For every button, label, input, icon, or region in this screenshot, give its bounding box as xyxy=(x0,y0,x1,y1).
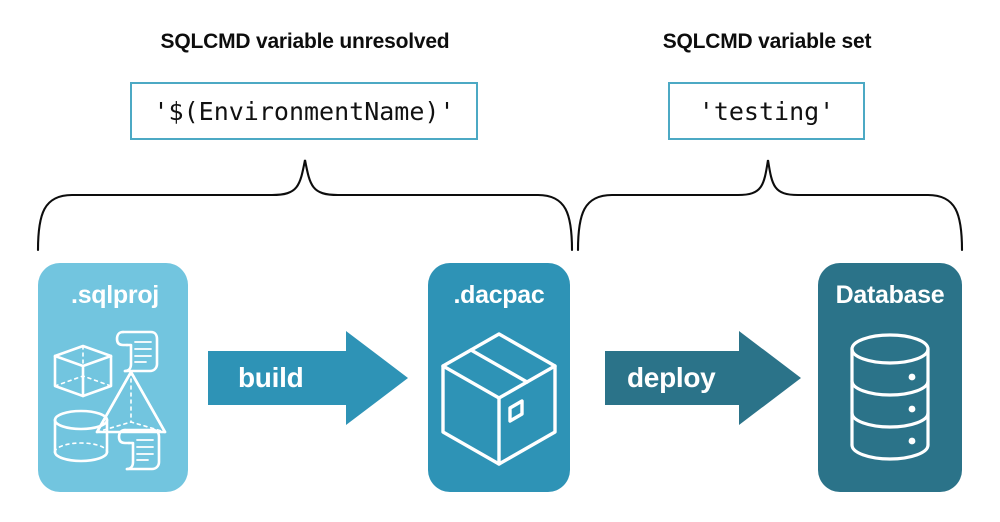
stage-art-sqlproj xyxy=(38,315,188,482)
database-status-dots xyxy=(908,373,916,444)
brace-right xyxy=(576,159,964,252)
cube-icon xyxy=(53,344,113,397)
brace-left xyxy=(36,159,574,252)
stage-box-dacpac: .dacpac xyxy=(428,263,570,492)
arrow-deploy-shape xyxy=(605,331,801,425)
cylinder-icon xyxy=(53,409,109,462)
database-cylinder-icon xyxy=(850,332,930,461)
heading-sqlcmd-variable-unresolved: SQLCMD variable unresolved xyxy=(160,30,450,53)
stage-art-dacpac xyxy=(428,315,570,482)
arrow-build-shape xyxy=(208,331,408,425)
arrow-label-deploy: deploy xyxy=(627,362,716,393)
heading-sqlcmd-variable-set: SQLCMD variable set xyxy=(662,30,872,53)
arrow-label-build: build xyxy=(238,362,304,393)
stage-box-database: Database xyxy=(818,263,962,492)
stage-label-database: Database xyxy=(835,281,945,309)
scroll-icon xyxy=(117,428,161,470)
stage-art-database xyxy=(818,315,962,482)
pyramid-icon xyxy=(95,370,167,433)
arrow-build: build xyxy=(208,331,408,425)
stage-box-sqlproj: .sqlproj xyxy=(38,263,188,492)
arrow-build-path xyxy=(208,331,408,425)
arrow-deploy: deploy xyxy=(605,331,801,425)
code-box-environment-name: '$(EnvironmentName)' xyxy=(130,82,478,140)
package-box-icon xyxy=(441,331,557,466)
sqlproj-objects-illustration xyxy=(53,330,167,470)
stage-label-sqlproj: .sqlproj xyxy=(71,281,159,309)
arrow-deploy-path xyxy=(605,331,801,425)
scroll-icon xyxy=(115,330,159,372)
stage-label-dacpac: .dacpac xyxy=(453,281,545,309)
code-box-testing: 'testing' xyxy=(668,82,865,140)
